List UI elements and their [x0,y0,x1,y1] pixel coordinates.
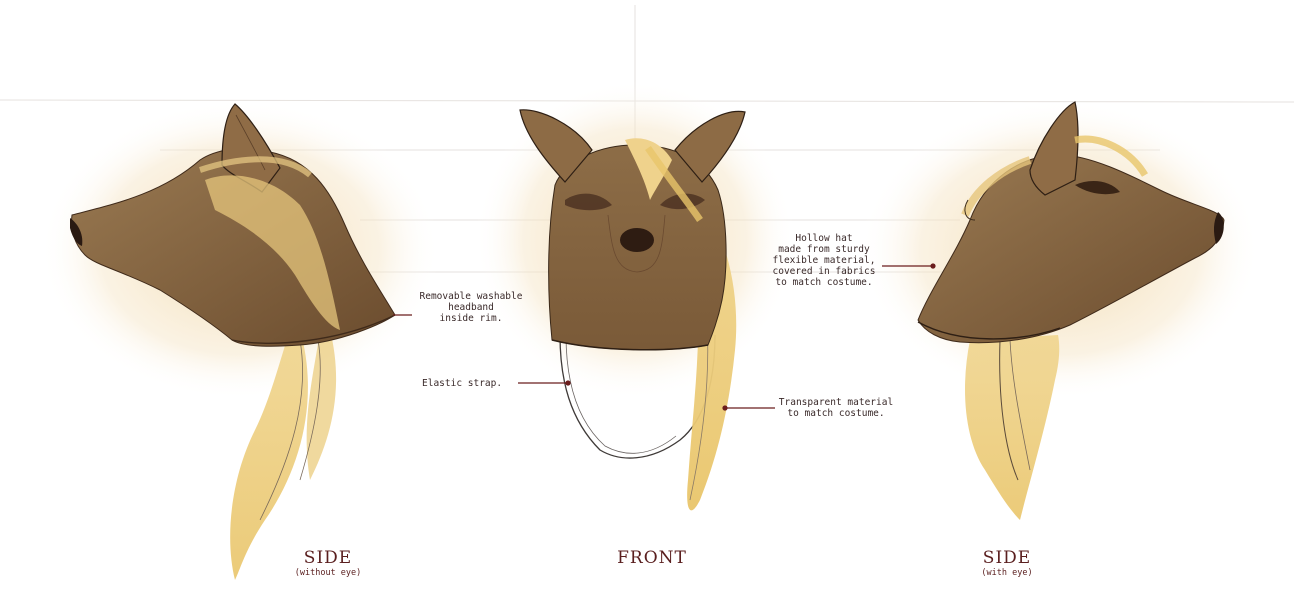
nose-front [620,228,654,252]
view-title-side-left: SIDE [296,548,360,568]
annotation-elastic-strap: Elastic strap. [422,378,518,389]
annotation-hollow-hat: Hollow hat made from sturdy flexible mat… [762,233,886,288]
annotation-transparent-material: Transparent material to match costume. [774,397,898,419]
view-title-front: FRONT [610,548,694,568]
view-subtitle-side-right: (with eye) [965,568,1049,578]
side-view-right [860,100,1260,520]
view-title-side-right: SIDE [975,548,1039,568]
annotation-headband: Removable washable headband inside rim. [410,291,532,324]
side-view-left [40,100,440,580]
view-subtitle-side-left: (without eye) [276,568,380,578]
